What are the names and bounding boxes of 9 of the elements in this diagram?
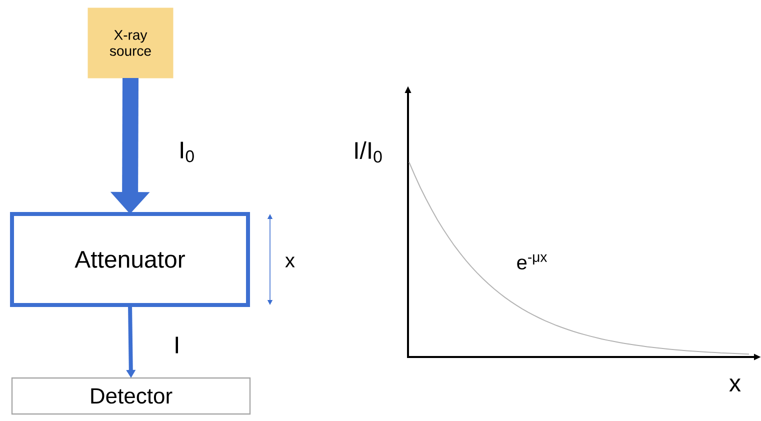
attenuator-box: Attenuator xyxy=(10,212,250,307)
axis-label: I/I$_{0}$ xyxy=(355,141,382,163)
dimension-label: x xyxy=(285,256,295,268)
source-box: X-ray source xyxy=(88,8,174,78)
axis-label: x xyxy=(729,378,741,392)
detector-box: Detector xyxy=(11,377,251,415)
edge-label: I xyxy=(176,336,178,354)
curve-label: e$^{-μx}$ xyxy=(517,254,548,270)
edge-label: I$_{0}$ xyxy=(180,142,194,162)
